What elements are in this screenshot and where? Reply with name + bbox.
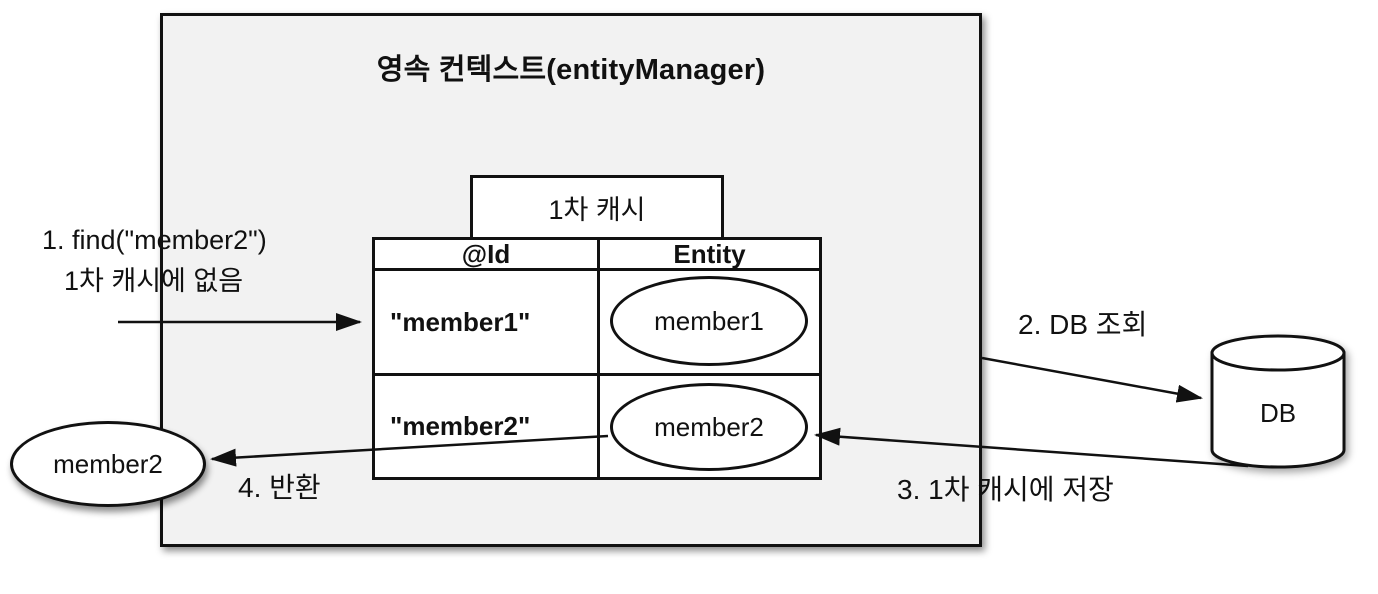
entity-ellipse-member2-label: member2	[654, 411, 764, 442]
entity-ellipse-member1-label: member1	[654, 305, 764, 336]
db-label: DB	[1259, 398, 1297, 428]
step2-annotation: 2. DB 조회	[1018, 309, 1148, 340]
table-cell-id-member2: "member2"	[375, 376, 600, 477]
entity-ellipse-member2: member2	[610, 383, 808, 471]
step1-annotation: 1. find("member2") 1차 캐시에 없음	[42, 220, 267, 302]
step3-annotation: 3. 1차 캐시에 저장	[897, 474, 1114, 505]
entity-ellipse-member1: member1	[610, 276, 808, 366]
find-call-text: 1. find("member2")	[42, 225, 267, 255]
table-cell-id-member1: "member1"	[375, 271, 600, 376]
first-level-cache-label: 1차 캐시	[548, 195, 646, 225]
table-cell-entity-member1	[600, 271, 819, 376]
db-cylinder	[1210, 334, 1346, 469]
persistence-context-title: 영속 컨텍스트(entityManager)	[376, 54, 766, 86]
cache-miss-text: 1차 캐시에 없음	[64, 266, 244, 296]
first-level-cache-box: 1차 캐시	[470, 175, 724, 240]
returned-entity-ellipse: member2	[10, 421, 206, 507]
table-header-id: @Id	[375, 239, 600, 271]
table-header-entity: Entity	[600, 239, 819, 271]
step4-annotation: 4. 반환	[238, 472, 321, 503]
returned-entity-label: member2	[53, 448, 163, 479]
db-query-arrow	[981, 356, 1203, 403]
